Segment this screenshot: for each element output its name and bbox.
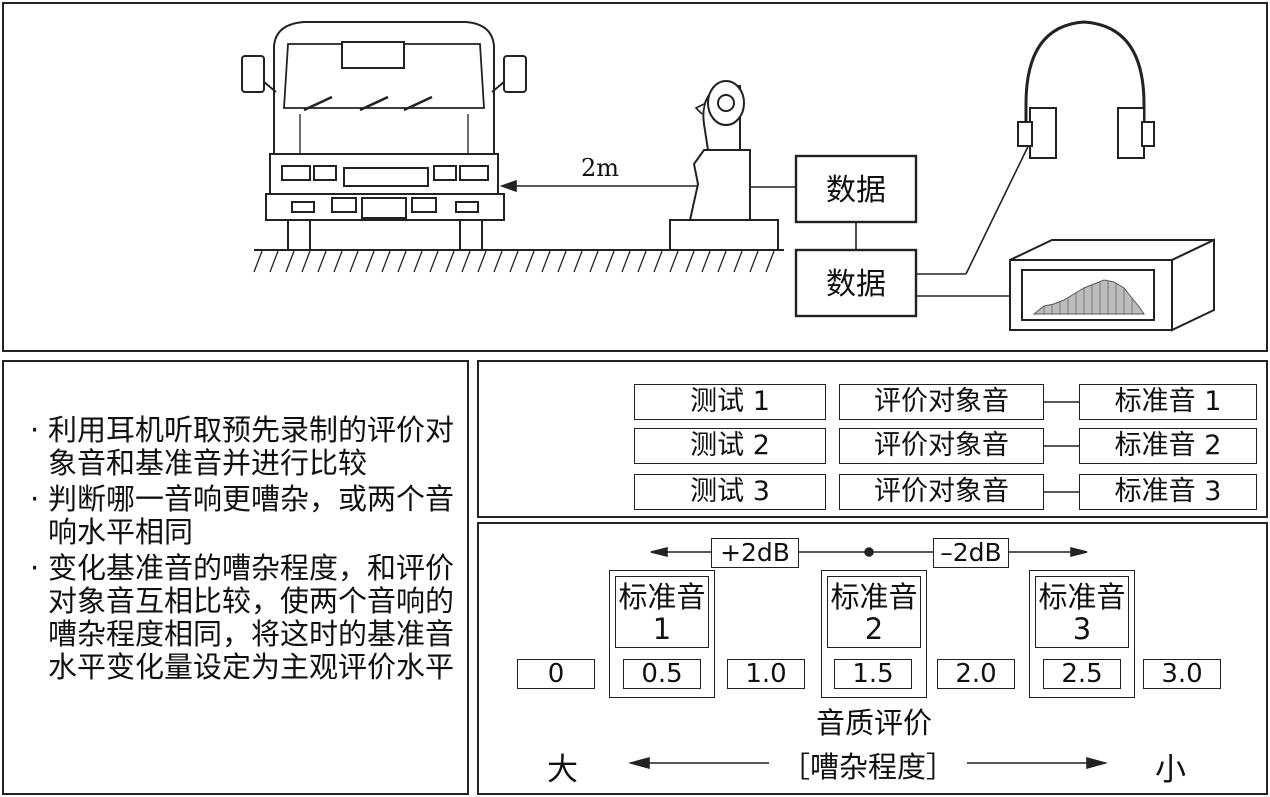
standard-cell-1: 标准音 1 — [1079, 384, 1257, 420]
data-box-1 — [794, 154, 918, 224]
standard-cell-2: 标准音 2 — [1079, 428, 1257, 464]
scale-arrows — [628, 546, 1108, 770]
standard-sound-label: 标准音 — [830, 580, 918, 614]
minus-2db-label: –2dB — [933, 538, 1009, 568]
distance-arrow — [499, 179, 725, 193]
list-item: 判断哪一音响更嘈杂，或两个音响水平相同 — [30, 483, 462, 549]
scale-caption: 音质评价 — [815, 706, 932, 740]
scale-value-2-5: 2.5 — [1043, 659, 1121, 689]
test-cell-1: 测试 1 — [634, 384, 826, 420]
standard-sound-number: 3 — [1072, 612, 1092, 646]
scale-value-2-0: 2.0 — [937, 659, 1015, 689]
test-table-panel: 测试 1 评价对象音 标准音 1 测试 2 评价对象音 标准音 2 测试 3 评… — [477, 360, 1268, 518]
measurement-setup-panel: 2m 数据 数据 — [2, 2, 1268, 352]
object-cell-1: 评价对象音 — [839, 384, 1044, 420]
standard-sound-1: 标准音 1 — [615, 576, 709, 648]
object-cell-2: 评价对象音 — [839, 428, 1044, 464]
scale-left-word: 大 — [547, 752, 578, 788]
standard-sound-label: 标准音 — [1038, 580, 1126, 614]
plus-2db-label: +2dB — [711, 538, 799, 568]
dummy-head-icon — [669, 80, 779, 251]
data-connections — [750, 129, 1037, 297]
analyzer-icon — [1009, 238, 1215, 332]
standard-sound-label: 标准音 — [618, 580, 706, 614]
explanation-panel: 利用耳机听取预先录制的评价对象音和基准音并进行比较 判断哪一音响更嘈杂，或两个音… — [2, 360, 469, 795]
scale-value-1-0: 1.0 — [727, 659, 805, 689]
scale-middle-label: ［嘈杂程度］ — [780, 750, 955, 784]
standard-cell-3: 标准音 3 — [1079, 474, 1257, 510]
test-cell-2: 测试 2 — [634, 428, 826, 464]
list-item: 变化基准音的嘈杂程度，和评价对象音互相比较，使两个音响的嘈杂程度相同，将这时的基… — [30, 552, 462, 684]
distance-label: 2m — [581, 154, 619, 182]
standard-sound-number: 2 — [864, 612, 884, 646]
truck-icon — [241, 21, 527, 251]
setup-diagram: 2m 数据 数据 — [241, 20, 1215, 332]
standard-sound-number: 1 — [652, 612, 672, 646]
test-cell-3: 测试 3 — [634, 474, 826, 510]
scale-value-0: 0 — [517, 659, 595, 689]
rating-scale-panel: +2dB –2dB 标准音 1 标准音 2 标准音 3 0 0.5 1.0 1.… — [477, 522, 1268, 795]
data-box-1-label: 数据 — [826, 173, 886, 208]
data-box-2-label: 数据 — [826, 267, 886, 302]
data-box-2 — [794, 248, 918, 318]
scale-value-0-5: 0.5 — [623, 659, 701, 689]
headphones-icon — [1017, 20, 1155, 159]
standard-sound-3: 标准音 3 — [1035, 576, 1129, 648]
scale-right-word: 小 — [1155, 752, 1186, 788]
table-connectors — [1044, 401, 1079, 493]
standard-sound-2: 标准音 2 — [827, 576, 921, 648]
list-item: 利用耳机听取预先录制的评价对象音和基准音并进行比较 — [30, 414, 462, 480]
scale-value-1-5: 1.5 — [834, 659, 912, 689]
explanation-list: 利用耳机听取预先录制的评价对象音和基准音并进行比较 判断哪一音响更嘈杂，或两个音… — [30, 414, 462, 687]
object-cell-3: 评价对象音 — [839, 474, 1044, 510]
scale-value-3-0: 3.0 — [1143, 659, 1221, 689]
ground — [253, 249, 784, 273]
